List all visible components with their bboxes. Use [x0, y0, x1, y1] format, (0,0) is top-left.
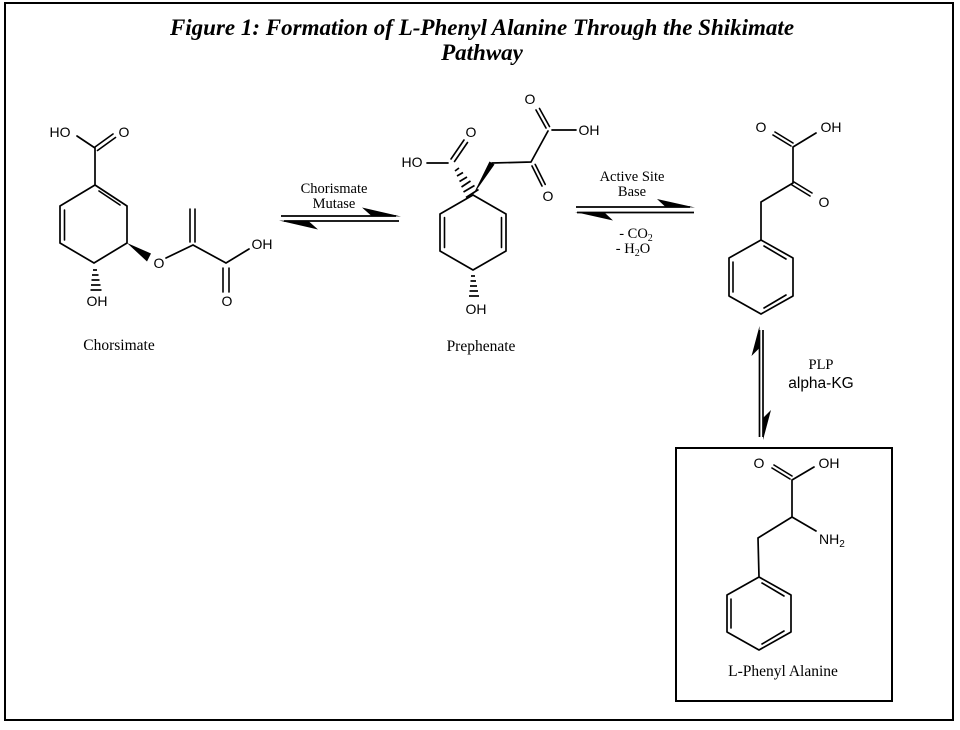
atom-label-o-top: O	[525, 91, 536, 107]
prephenate-bonds	[426, 129, 577, 271]
enzyme-label-line-1: Chorismate	[301, 181, 368, 197]
base-label-line-2: Base	[618, 184, 646, 200]
h2o-subscript: 2	[635, 248, 640, 259]
atom-label-oh-acid: OH	[252, 236, 273, 252]
chorismate-bonds	[59, 135, 250, 264]
reaction-step3: PLP alpha-KG	[751, 326, 854, 440]
hash-mark	[461, 180, 471, 188]
hash-mark	[456, 171, 464, 177]
hash-mark	[454, 167, 460, 172]
atom-label-o-keto: O	[819, 194, 830, 210]
forward-arrowhead-icon	[362, 207, 401, 217]
product-box-border	[675, 447, 893, 702]
atom-label-o-acid: O	[222, 293, 233, 309]
molecule-chorismate: HO O O OH OH O Chorsimate	[50, 124, 273, 354]
atom-label-oh-acid: OH	[819, 455, 840, 471]
reverse-arrowhead-icon	[575, 212, 613, 221]
prephenate-double-bonds	[443, 107, 551, 249]
h2o-oxygen: O	[640, 241, 650, 257]
chorismate-stereo-wedge-bond	[127, 243, 151, 262]
molecule-prephenate: HO O O OH O OH Prephenate	[402, 91, 600, 355]
figure-border	[4, 2, 954, 721]
reverse-arrowhead-icon	[279, 220, 318, 230]
atom-label-o-left: O	[466, 124, 477, 140]
molecule-phenylpyruvate: O OH O	[728, 119, 842, 315]
reaction-step2: Active Site Base - CO2 - H2O	[575, 169, 695, 259]
co2-subscript: 2	[648, 233, 653, 244]
co2-main: - CO	[619, 226, 648, 242]
atom-label-ho: HO	[50, 124, 71, 140]
atom-label-oh-top: OH	[579, 122, 600, 138]
byproduct-h2o: - H2O	[616, 241, 650, 259]
molecule-name-prephenate: Prephenate	[447, 338, 516, 355]
prephenate-stereo-hash-bond	[469, 275, 479, 297]
atom-label-oh-bottom: OH	[466, 301, 487, 317]
hash-mark	[459, 176, 468, 183]
prephenate-stereo-wedge-bond	[473, 161, 495, 195]
h2o-main: - H	[616, 241, 635, 257]
molecule-phenylalanine: O OH NH2 L-Phenyl Alanine	[726, 455, 845, 680]
atom-label-o-carbonyl: O	[119, 124, 130, 140]
figure-title: Figure 1: Formation of L-Phenyl Alanine …	[169, 15, 794, 65]
title-line-1: Figure 1: Formation of L-Phenyl Alanine …	[169, 15, 794, 40]
atom-label-o-keto: O	[543, 188, 554, 204]
phenylpyruvate-double-bonds	[732, 131, 813, 309]
atom-label-oh-ring: OH	[87, 293, 108, 309]
hash-mark	[463, 184, 475, 193]
cofactor-alphakg-label: alpha-KG	[788, 375, 853, 392]
base-label-line-1: Active Site	[600, 169, 665, 185]
atom-label-ho: HO	[402, 154, 423, 170]
atom-label-o-acid: O	[756, 119, 767, 135]
cofactor-plp-label: PLP	[809, 357, 834, 373]
phenylalanine-bonds	[726, 466, 817, 651]
molecule-name-phenylalanine: L-Phenyl Alanine	[728, 663, 838, 680]
molecule-name-chorismate: Chorsimate	[83, 337, 155, 354]
nh-main: NH	[819, 531, 839, 547]
title-line-2: Pathway	[440, 40, 524, 65]
atom-label-nh2: NH2	[819, 531, 845, 550]
prephenate-stereo-hash-wedge	[454, 167, 479, 199]
reaction-step1: Chorismate Mutase	[279, 181, 401, 230]
phenylalanine-double-bonds	[730, 464, 793, 645]
forward-arrowhead-icon	[657, 199, 695, 208]
enzyme-label-line-2: Mutase	[313, 196, 356, 212]
atom-label-o-ether: O	[154, 255, 165, 271]
down-arrowhead-icon	[763, 410, 771, 440]
phenylpyruvate-bonds	[728, 132, 817, 315]
up-arrowhead-icon	[751, 326, 760, 356]
atom-label-o-acid: O	[754, 455, 765, 471]
chorismate-double-bonds	[63, 133, 230, 293]
byproduct-co2: - CO2	[619, 226, 653, 244]
atom-label-oh-acid: OH	[821, 119, 842, 135]
hash-mark	[465, 188, 479, 199]
chorismate-stereo-hash-bond	[90, 269, 102, 291]
nh-subscript: 2	[839, 539, 845, 550]
